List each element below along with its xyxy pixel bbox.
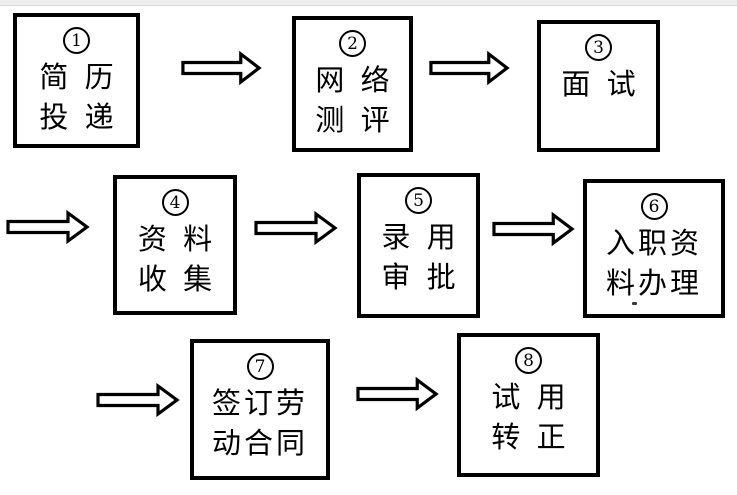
step-label-line: 网 络: [315, 63, 390, 97]
step-box-5: 5 录 用 审 批: [357, 173, 480, 318]
step-label-line: 转 正: [491, 420, 566, 454]
arrow-right-icon: [181, 52, 261, 84]
arrow-right-icon: [6, 211, 89, 243]
step-label-line: 动合同: [211, 426, 308, 460]
arrow-right-icon: [96, 384, 179, 416]
step-box-6: 6 入职资 料办理: [583, 179, 725, 318]
arrow-right-icon: [254, 212, 337, 244]
step-label-line: 审 批: [381, 260, 456, 294]
step-label-line: 录 用: [381, 220, 456, 254]
step-label-line: 资 料: [137, 222, 213, 256]
step-box-1: 1 简 历 投 递: [13, 13, 140, 148]
step-label-line: 收 集: [137, 262, 213, 296]
arrow-right-icon: [492, 213, 574, 245]
arrow-right-icon: [429, 52, 509, 84]
step-label-line: 简 历: [39, 60, 114, 94]
stray-mark: [632, 302, 637, 305]
step-label-line: 试 用: [491, 380, 566, 414]
step-label-line: 签订劳: [211, 386, 308, 420]
step-number-circle: 2: [339, 30, 366, 57]
step-number-circle: 3: [585, 34, 612, 61]
step-box-4: 4 资 料 收 集: [113, 175, 237, 315]
step-number-circle: 4: [161, 189, 189, 216]
arrow-right-icon: [356, 378, 438, 410]
step-number-circle: 1: [63, 27, 90, 54]
step-number-circle: 7: [246, 353, 274, 380]
step-label-line: 测 评: [315, 103, 390, 137]
step-label-line: 投 递: [39, 100, 114, 134]
step-label-line: 面 试: [561, 67, 636, 101]
step-label-line: 入职资: [605, 226, 702, 260]
window-top-edge: [0, 0, 737, 6]
step-box-3: 3 面 试: [537, 20, 660, 152]
step-number-circle: 6: [640, 193, 668, 220]
step-number-circle: 8: [515, 347, 542, 374]
step-label-line: 料办理: [605, 266, 702, 300]
step-box-8: 8 试 用 转 正: [457, 333, 600, 477]
step-box-2: 2 网 络 测 评: [292, 16, 413, 152]
step-box-7: 7 签订劳 动合同: [190, 339, 330, 480]
step-number-circle: 5: [405, 187, 432, 214]
